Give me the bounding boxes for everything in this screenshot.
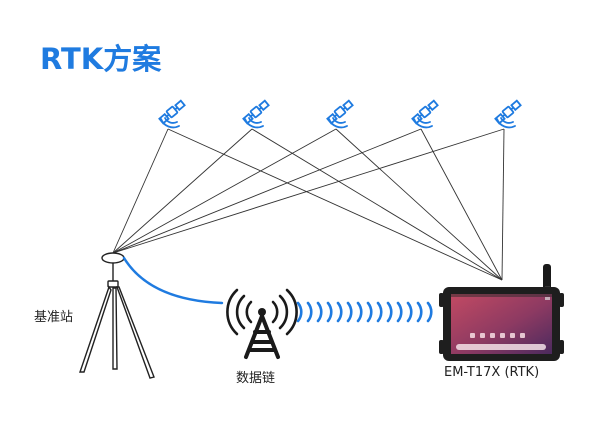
satellite-icon — [410, 99, 440, 129]
sat2-to-base — [112, 128, 253, 254]
sat4-to-base — [112, 128, 422, 254]
tablet-icon — [439, 287, 564, 361]
tripod-icon — [79, 252, 155, 379]
device-label: EM-T17X (RTK) — [444, 365, 540, 380]
sat1-to-base — [112, 128, 169, 254]
sat3-to-base — [112, 128, 337, 254]
radio-waves — [296, 301, 433, 323]
page-title: RTK方案 — [40, 42, 162, 76]
sat1-to-device — [167, 128, 503, 281]
base-station-label: 基准站 — [34, 310, 74, 325]
data-link-curve — [122, 256, 224, 305]
signal-lines — [112, 128, 505, 281]
satellite-icon — [325, 99, 355, 129]
sat2-to-device — [251, 128, 503, 281]
satellite-icon — [493, 99, 523, 129]
satellite-icon — [241, 99, 271, 129]
sat5-to-device — [501, 128, 505, 281]
sat3-to-device — [335, 128, 503, 281]
satellite-icon — [157, 99, 187, 129]
radio-tower-icon — [226, 288, 298, 359]
sat4-to-device — [420, 128, 503, 281]
data-link-label: 数据链 — [236, 371, 276, 386]
sat5-to-base — [112, 128, 505, 254]
